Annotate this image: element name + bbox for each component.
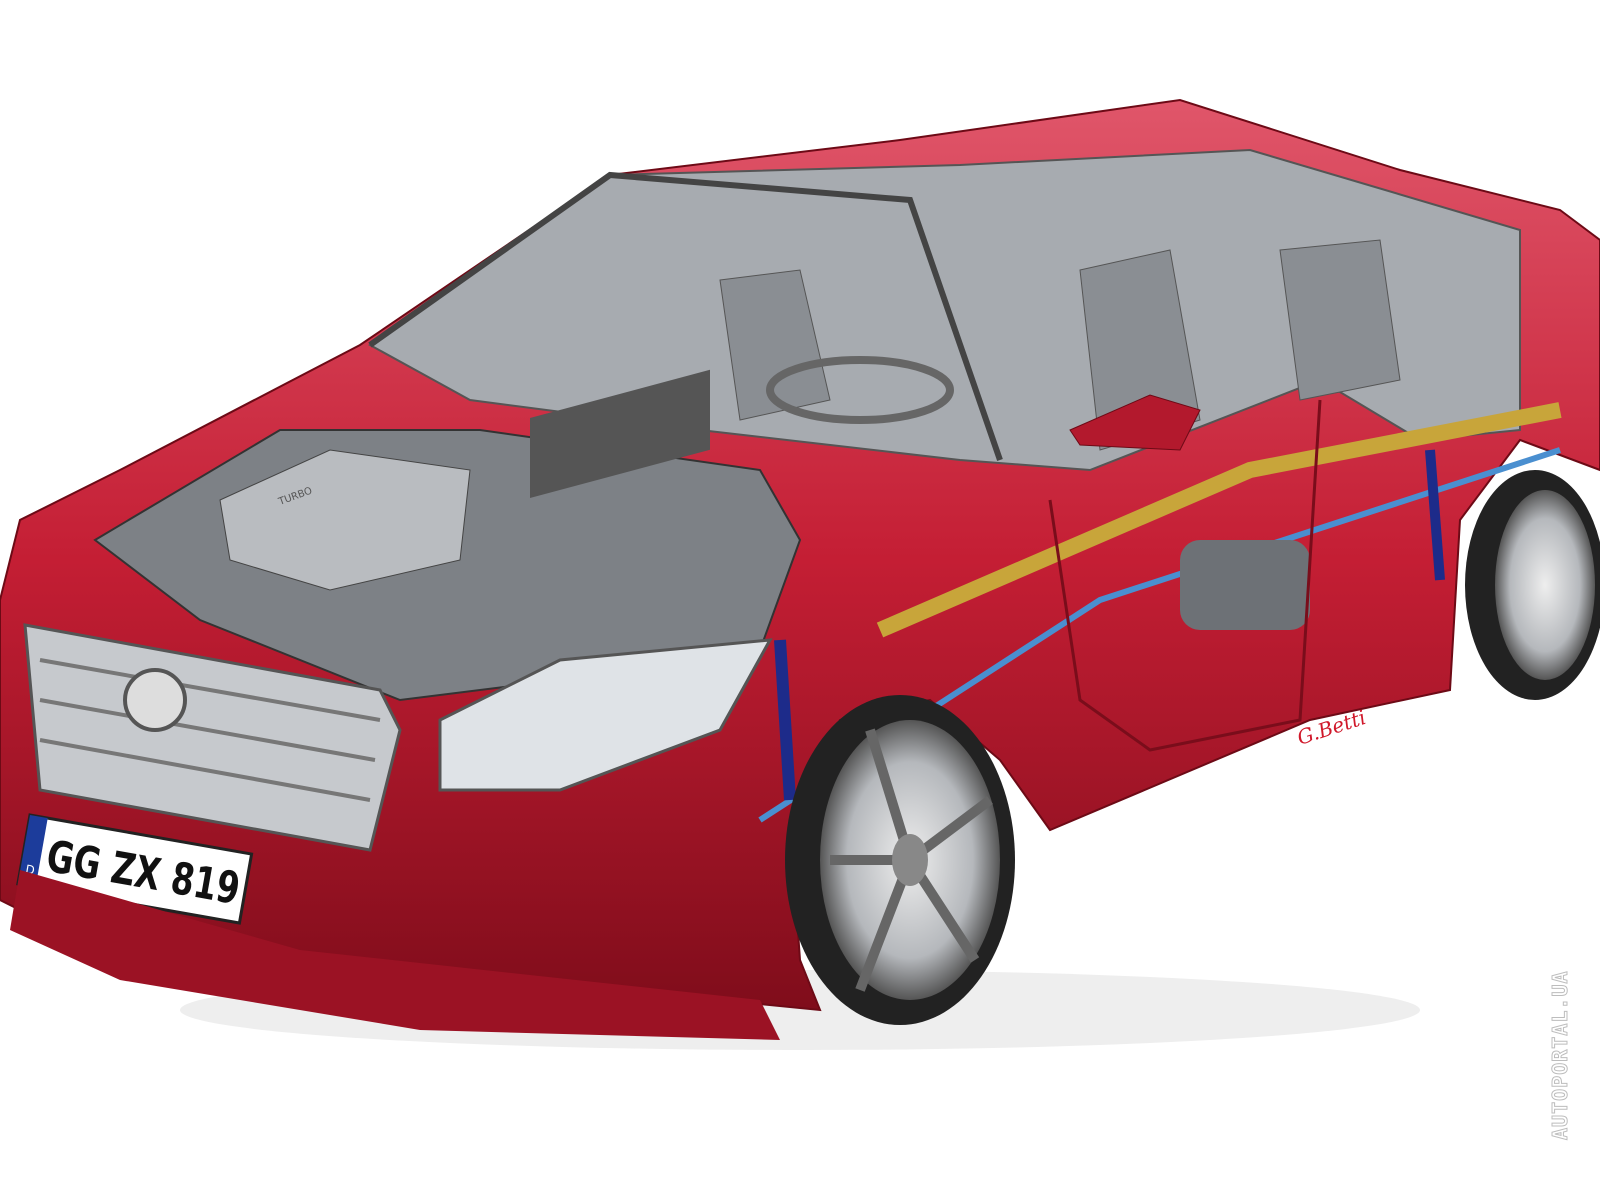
windshield-frame — [368, 171, 1003, 461]
side-mirror — [1069, 394, 1201, 451]
exhaust-pipe — [876, 402, 1562, 638]
shock-absorber-rear — [1425, 449, 1445, 581]
seats — [719, 239, 1401, 451]
steering-wheel — [766, 356, 954, 424]
front-grille — [23, 623, 402, 852]
front-door-cut — [1048, 399, 1322, 752]
engine-cover — [219, 449, 471, 591]
headlight — [438, 638, 773, 792]
plate-country: D — [24, 862, 36, 877]
opel-logo — [123, 668, 187, 732]
front-bumper — [10, 870, 780, 1040]
watermark: AUTOPORTAL.UA — [1548, 970, 1573, 1141]
front-wheel — [785, 695, 1015, 1025]
shock-absorber-front — [774, 639, 796, 801]
rear-wheel — [1465, 470, 1600, 700]
battery — [530, 369, 710, 498]
fuel-tank — [1180, 540, 1310, 630]
